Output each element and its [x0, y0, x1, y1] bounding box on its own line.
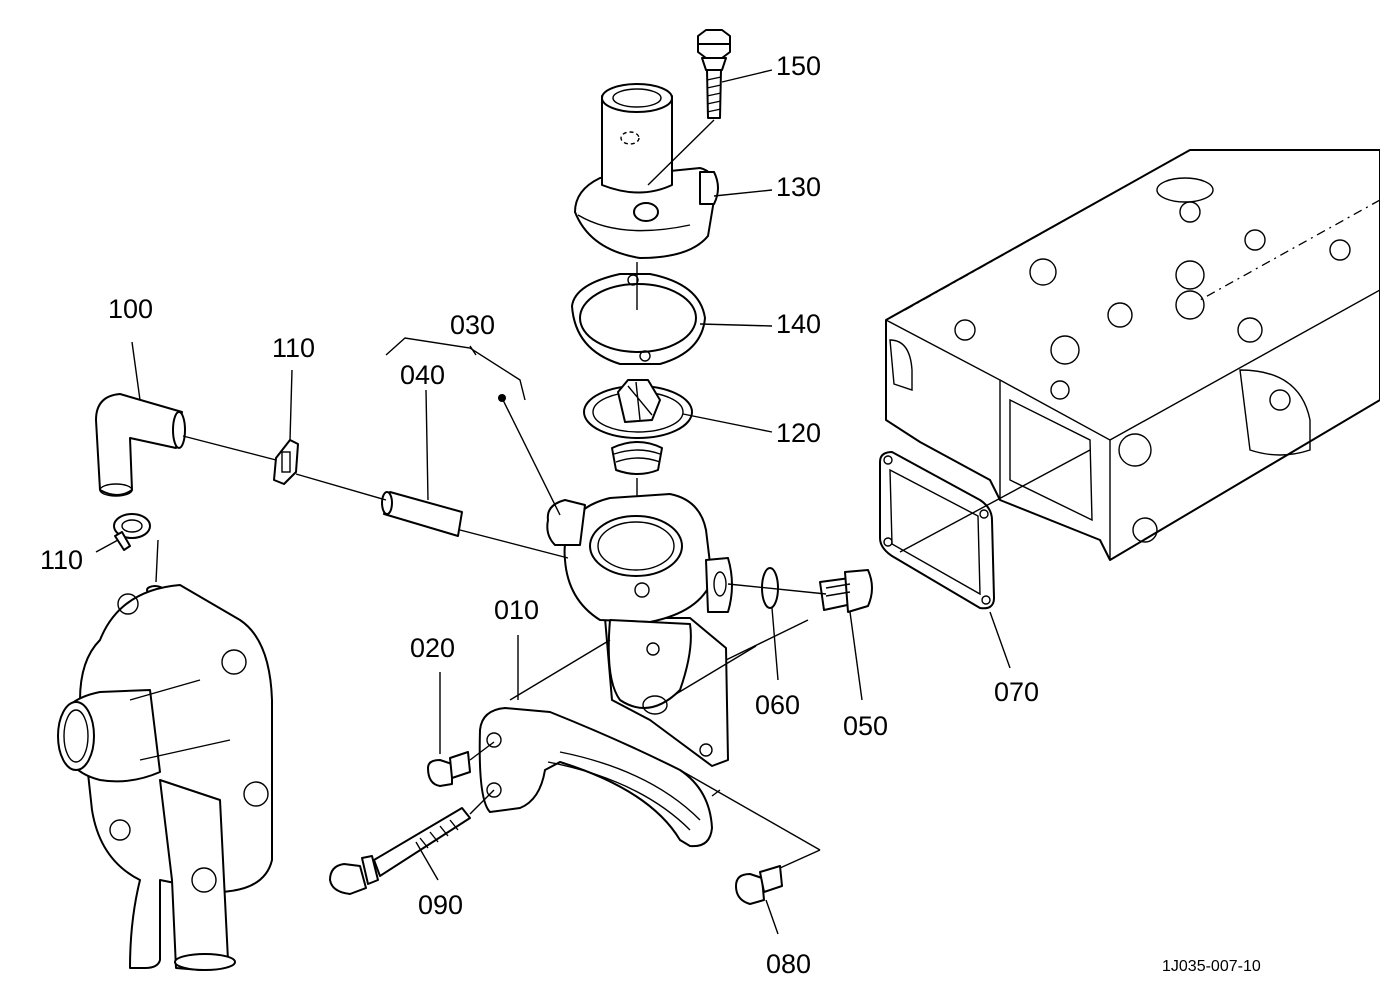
bolt-080	[735, 865, 783, 905]
thermostat-cover-130	[574, 83, 719, 259]
cylinder-head	[885, 149, 1380, 561]
label-120: 120	[776, 418, 822, 448]
plug-050	[819, 569, 873, 613]
bolt-020	[427, 741, 495, 787]
label-030: 030	[450, 310, 496, 340]
label-130: 130	[776, 172, 822, 202]
hose-100	[95, 393, 186, 497]
pipe-040	[381, 491, 463, 537]
label-050: 050	[843, 711, 889, 741]
label-010: 010	[494, 595, 540, 625]
label-110-upper: 110	[272, 333, 316, 363]
label-110-lower: 110	[40, 545, 84, 575]
clamp-110-lower	[113, 513, 151, 551]
gasket-140	[571, 262, 706, 365]
water-pump	[57, 584, 273, 971]
drawing-code: 1J035-007-10	[1162, 958, 1261, 975]
bolt-090	[329, 789, 495, 895]
label-040: 040	[400, 360, 446, 390]
label-070: 070	[994, 677, 1040, 707]
label-140: 140	[776, 309, 822, 339]
thermostat-housing-030	[546, 493, 733, 767]
label-150: 150	[776, 51, 822, 81]
label-060: 060	[755, 690, 801, 720]
leader-lines	[95, 69, 1091, 935]
bracket-010	[478, 707, 713, 848]
gasket-070	[879, 451, 995, 610]
label-100: 100	[108, 294, 154, 324]
thermostat-120	[583, 379, 693, 500]
clamp-110-upper	[273, 439, 299, 485]
label-090: 090	[418, 890, 464, 920]
label-080: 080	[766, 949, 812, 979]
label-020: 020	[410, 633, 456, 663]
bolt-150	[697, 29, 731, 119]
